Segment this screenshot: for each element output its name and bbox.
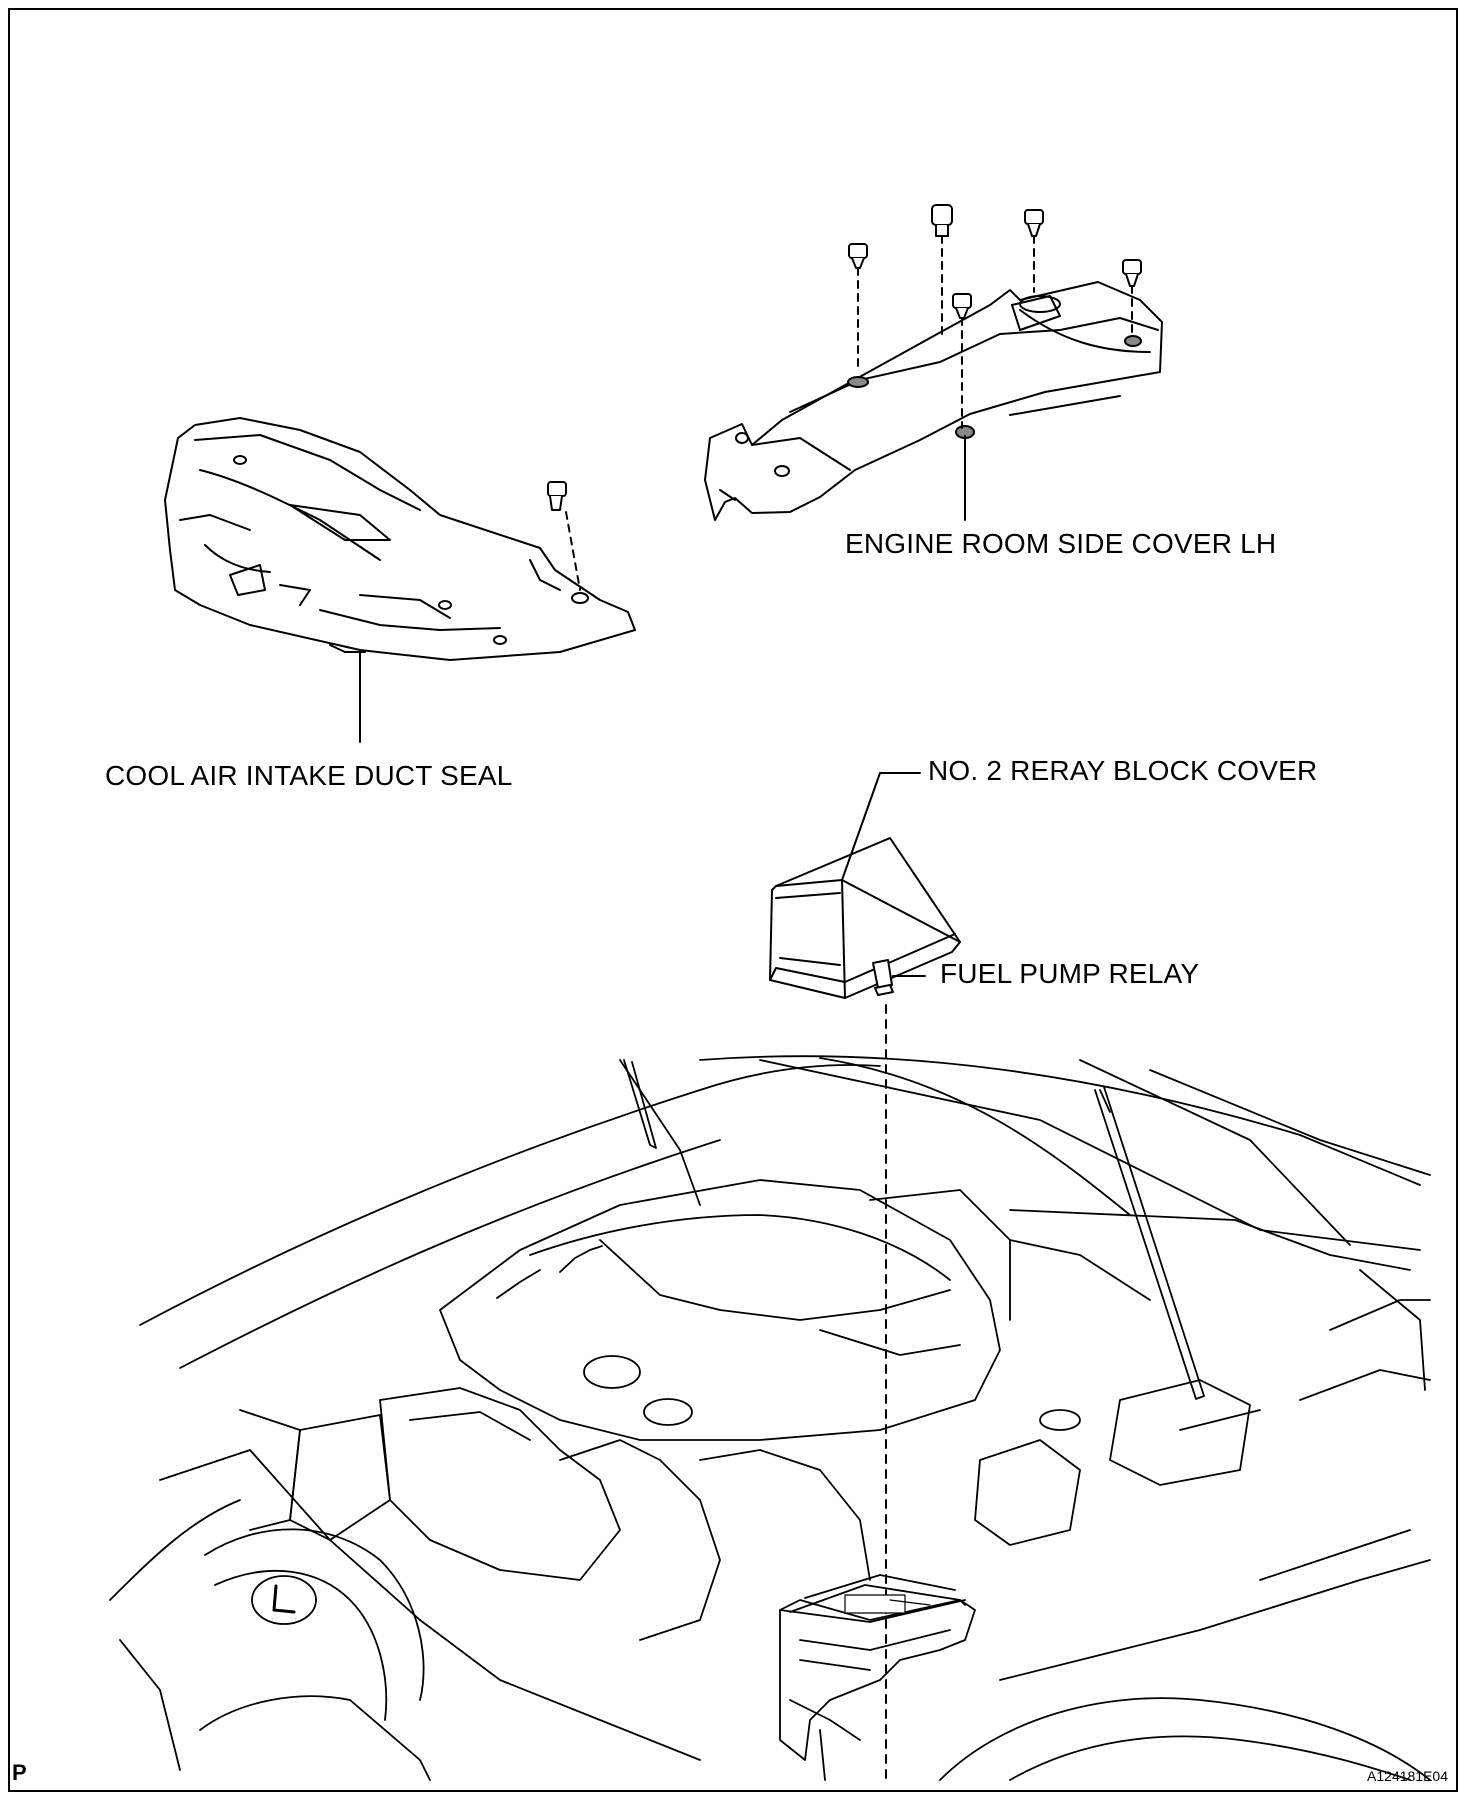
diagram-frame bbox=[8, 8, 1458, 1792]
fuel-pump-relay-label: FUEL PUMP RELAY bbox=[940, 958, 1200, 989]
relay-block-cover-leader-line bbox=[841, 772, 921, 881]
relay-block-cover-label: NO. 2 RERAY BLOCK COVER bbox=[928, 755, 1318, 786]
figure-id: A124181E04 bbox=[1367, 1768, 1448, 1784]
clip-icon bbox=[547, 481, 581, 591]
clip-icon bbox=[1024, 209, 1044, 293]
clip-icon bbox=[848, 243, 868, 373]
fuel-pump-relay-icon bbox=[872, 959, 926, 1781]
cool-air-intake-duct-seal bbox=[164, 417, 636, 661]
cool-air-intake-duct-seal-label: COOL AIR INTAKE DUCT SEAL bbox=[105, 760, 513, 791]
vehicle-engine-compartment bbox=[109, 1055, 1431, 1781]
section-marker: P bbox=[12, 1760, 27, 1785]
clip-icon bbox=[931, 204, 953, 341]
engine-room-side-cover-lh bbox=[704, 281, 1163, 521]
clip-icon bbox=[1122, 259, 1142, 337]
clip-icon bbox=[952, 293, 972, 429]
engine-room-side-cover-label: ENGINE ROOM SIDE COVER LH bbox=[845, 528, 1277, 559]
relay-block-cover bbox=[769, 836, 961, 1000]
